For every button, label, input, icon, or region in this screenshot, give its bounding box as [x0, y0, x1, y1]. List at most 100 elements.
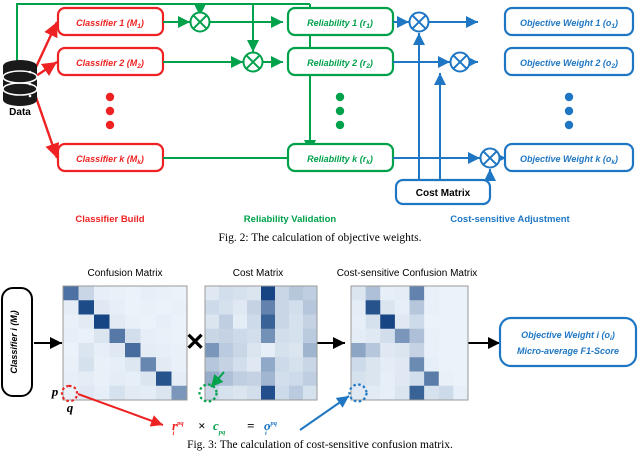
- heatmap-frame: [204, 285, 318, 401]
- cost-sensitive-cell-marker: [348, 383, 368, 403]
- heatmap-cell: [171, 371, 188, 387]
- heatmap-cell: [351, 385, 367, 401]
- heatmap-cell: [125, 343, 141, 358]
- svg-text:Reliability 2 (r2): Reliability 2 (r2): [307, 58, 373, 70]
- classifier-k-sub: k: [137, 159, 141, 166]
- matrix-title-cost: Cost Matrix: [233, 268, 284, 279]
- heatmap-cell: [94, 357, 110, 372]
- cost-cell-marker: [198, 383, 218, 403]
- heatmap-cell: [380, 371, 396, 387]
- heatmap-cell: [424, 371, 440, 387]
- heatmap-cell: [394, 357, 410, 372]
- heatmap-cell: [171, 300, 188, 315]
- objective-weight-1-box[interactable]: [503, 6, 635, 37]
- cost-matrix-box[interactable]: [394, 178, 492, 206]
- heatmap-cell: [219, 300, 234, 315]
- reliability-k-label: Reliability k (r: [307, 154, 367, 164]
- heatmap-cell: [94, 300, 110, 315]
- reliability-boxes: Reliability 1 (r1) Reliability 2 (r2) Re…: [286, 6, 395, 173]
- heatmap-cell: [78, 371, 95, 387]
- heatmap-cell: [109, 371, 126, 387]
- heatmap-cell: [409, 371, 425, 387]
- heatmap-cell: [140, 300, 157, 315]
- heatmap-cell: [275, 357, 290, 372]
- heatmap-cell: [219, 328, 234, 344]
- heatmap-cell: [140, 357, 157, 372]
- heatmap-cell: [233, 385, 248, 401]
- heatmap-cell: [205, 286, 220, 301]
- output-line1-sub: i: [610, 335, 612, 342]
- heatmap-cell: [438, 328, 454, 344]
- heatmap-cell: [63, 371, 79, 387]
- heatmap-cell: [453, 371, 469, 387]
- heatmap-cell: [94, 371, 110, 387]
- formula-c-sub: pq: [218, 429, 226, 436]
- reliability-k-sub: k: [366, 159, 370, 166]
- classifier-i-tail: ): [9, 310, 19, 314]
- heatmap-cell: [63, 385, 79, 401]
- heatmap-cell: [247, 286, 262, 301]
- svg-text:Objective Weight k (ok): Objective Weight k (ok): [520, 154, 618, 166]
- heatmap-cell: [94, 314, 110, 330]
- heatmap-cell: [109, 314, 126, 330]
- cost-multiplier-node-k[interactable]: [479, 147, 501, 169]
- reliability-1-label: Reliability 1 (r: [307, 18, 367, 28]
- heatmap-cell: [78, 300, 95, 315]
- figure-2-svg: Data Classifier 1 (M1) Classifier 2 (M2)…: [2, 3, 635, 225]
- heatmap-cell: [205, 385, 220, 401]
- svg-text:Classifier k (Mk): Classifier k (Mk): [76, 154, 144, 166]
- heatmap-cell: [394, 314, 410, 330]
- heatmap-cell: [261, 300, 276, 315]
- heatmap-cell: [394, 343, 410, 358]
- classifier-i-input-box[interactable]: Classifier i (Mi): [1, 287, 33, 397]
- objective-weight-k-box[interactable]: [503, 142, 635, 173]
- heatmap-cell: [261, 385, 276, 401]
- heatmap-cell: [247, 343, 262, 358]
- heatmap-cell: [219, 371, 234, 387]
- stage-label-cost-sensitive-adjustment: Cost-sensitive Adjustment: [450, 214, 570, 225]
- heatmap-cell: [109, 343, 126, 358]
- heatmap-cell: [171, 385, 188, 401]
- heatmap-cell: [233, 314, 248, 330]
- heatmap-cell: [171, 357, 188, 372]
- heatmap-cell: [303, 357, 318, 372]
- classifier-2-label: Classifier 2 (M: [76, 58, 138, 68]
- objective-weight-output-box[interactable]: Objective Weight i (oi) Micro-average F1…: [498, 316, 638, 368]
- heatmap-cell: [247, 357, 262, 372]
- heatmap-cell: [219, 314, 234, 330]
- confusion-cell-marker: [60, 384, 79, 403]
- heatmap-cell: [380, 286, 396, 301]
- heatmap-cell: [365, 300, 381, 315]
- heatmap-cell: [289, 385, 304, 401]
- heatmap-cell: [289, 357, 304, 372]
- heatmap-cell: [233, 343, 248, 358]
- heatmap-cell: [289, 343, 304, 358]
- heatmap-cell: [394, 286, 410, 301]
- heatmap-cell: [394, 385, 410, 401]
- objective-weight-2-box[interactable]: [503, 46, 635, 77]
- cost-multiplier-node-2[interactable]: [449, 51, 471, 73]
- heatmap-cell: [275, 328, 290, 344]
- heatmap-cell: [125, 385, 141, 401]
- heatmap-cell: [289, 314, 304, 330]
- heatmap-cell: [380, 314, 396, 330]
- multiplier-node-2[interactable]: [242, 51, 264, 73]
- multiplier-node-1[interactable]: [189, 11, 211, 33]
- classifier-2-sub: 2: [136, 63, 141, 70]
- heatmap-cell: [109, 328, 126, 344]
- svg-text:Reliability k (rk): Reliability k (rk): [307, 154, 373, 166]
- heatmap-cell: [63, 357, 79, 372]
- index-label-p: p: [51, 384, 59, 399]
- objective-weight-2-label: Objective Weight 2 (o: [520, 58, 612, 68]
- cost-multiplier-node-1[interactable]: [408, 11, 430, 33]
- objective-weight-k-sub: k: [611, 159, 615, 166]
- reliability-2-tail: ): [369, 58, 373, 68]
- heatmap-cell: [219, 343, 234, 358]
- cost-sensitive-confusion-matrix-heatmap: [350, 285, 469, 401]
- heatmap-cell: [233, 357, 248, 372]
- data-cylinder-icon: [2, 60, 38, 106]
- heatmap-cell: [140, 343, 157, 358]
- data-label: Data: [9, 107, 31, 118]
- formula-r-sup: pq: [176, 420, 184, 427]
- heatmap-cell: [78, 343, 95, 358]
